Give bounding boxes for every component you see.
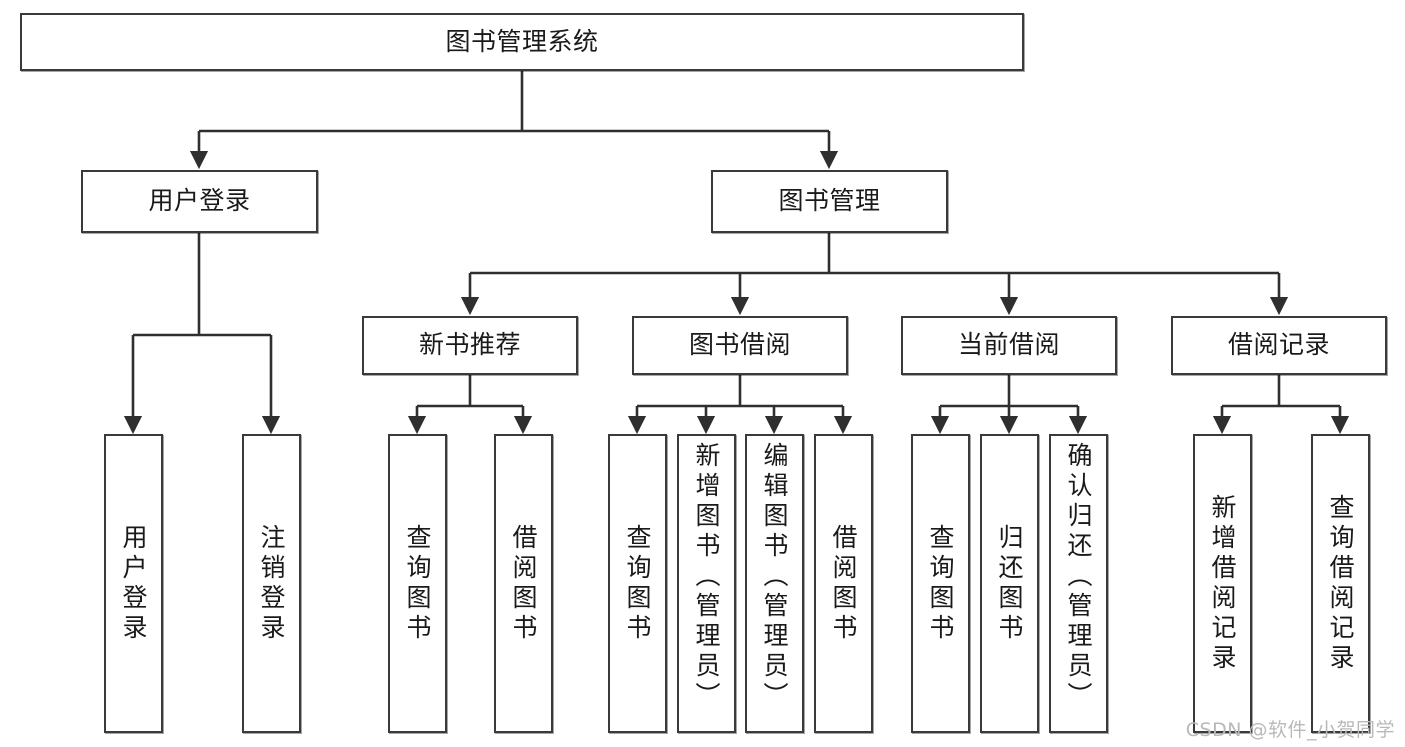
node-leaf-cb-query-label: 查询图书	[926, 523, 955, 644]
node-leaf-bb-add-label: 新增图书（管理员）	[692, 442, 721, 712]
node-leaf-bb-edit[interactable]: 编辑图书（管理员）	[745, 434, 804, 733]
node-root[interactable]: 图书管理系统	[20, 13, 1024, 71]
node-leaf-user-login[interactable]: 用户登录	[104, 434, 163, 733]
node-root-label: 图书管理系统	[445, 26, 599, 56]
node-leaf-br-query[interactable]: 查询借阅记录	[1311, 434, 1370, 733]
node-book-manage[interactable]: 图书管理	[711, 170, 948, 233]
node-current-borrow-label: 当前借阅	[957, 330, 1060, 360]
node-leaf-cb-return[interactable]: 归还图书	[980, 434, 1039, 733]
node-leaf-cb-confirm[interactable]: 确认归还（管理员）	[1049, 434, 1108, 733]
node-leaf-nb-borrow[interactable]: 借阅图书	[494, 434, 553, 733]
node-leaf-bb-borrow-label: 借阅图书	[829, 523, 858, 644]
node-leaf-bb-borrow[interactable]: 借阅图书	[814, 434, 873, 733]
node-leaf-br-query-label: 查询借阅记录	[1326, 493, 1355, 674]
node-leaf-bb-query-label: 查询图书	[623, 523, 652, 644]
node-leaf-cb-confirm-label: 确认归还（管理员）	[1064, 442, 1093, 712]
node-leaf-nb-query[interactable]: 查询图书	[388, 434, 447, 733]
node-leaf-nb-borrow-label: 借阅图书	[509, 523, 538, 644]
node-book-borrow-label: 图书借阅	[688, 330, 791, 360]
node-new-book-rec-label: 新书推荐	[418, 330, 521, 360]
node-book-borrow[interactable]: 图书借阅	[632, 316, 848, 375]
node-leaf-bb-edit-label: 编辑图书（管理员）	[760, 442, 789, 712]
node-leaf-cb-return-label: 归还图书	[995, 523, 1024, 644]
node-borrow-record-label: 借阅记录	[1227, 330, 1330, 360]
node-leaf-bb-query[interactable]: 查询图书	[608, 434, 667, 733]
node-user-login[interactable]: 用户登录	[81, 170, 318, 233]
node-borrow-record[interactable]: 借阅记录	[1171, 316, 1387, 375]
node-leaf-user-login-label: 用户登录	[119, 523, 148, 644]
node-new-book-rec[interactable]: 新书推荐	[362, 316, 578, 375]
node-leaf-br-add-label: 新增借阅记录	[1208, 493, 1237, 674]
node-leaf-user-logout[interactable]: 注销登录	[242, 434, 301, 733]
node-leaf-nb-query-label: 查询图书	[403, 523, 432, 644]
node-leaf-bb-add[interactable]: 新增图书（管理员）	[677, 434, 736, 733]
node-leaf-cb-query[interactable]: 查询图书	[911, 434, 970, 733]
node-book-manage-label: 图书管理	[778, 186, 881, 216]
watermark-text: CSDN @软件_小贺同学	[1185, 719, 1395, 741]
node-user-login-label: 用户登录	[148, 186, 251, 216]
node-leaf-br-add[interactable]: 新增借阅记录	[1193, 434, 1252, 733]
node-leaf-user-logout-label: 注销登录	[257, 523, 286, 644]
node-current-borrow[interactable]: 当前借阅	[901, 316, 1117, 375]
